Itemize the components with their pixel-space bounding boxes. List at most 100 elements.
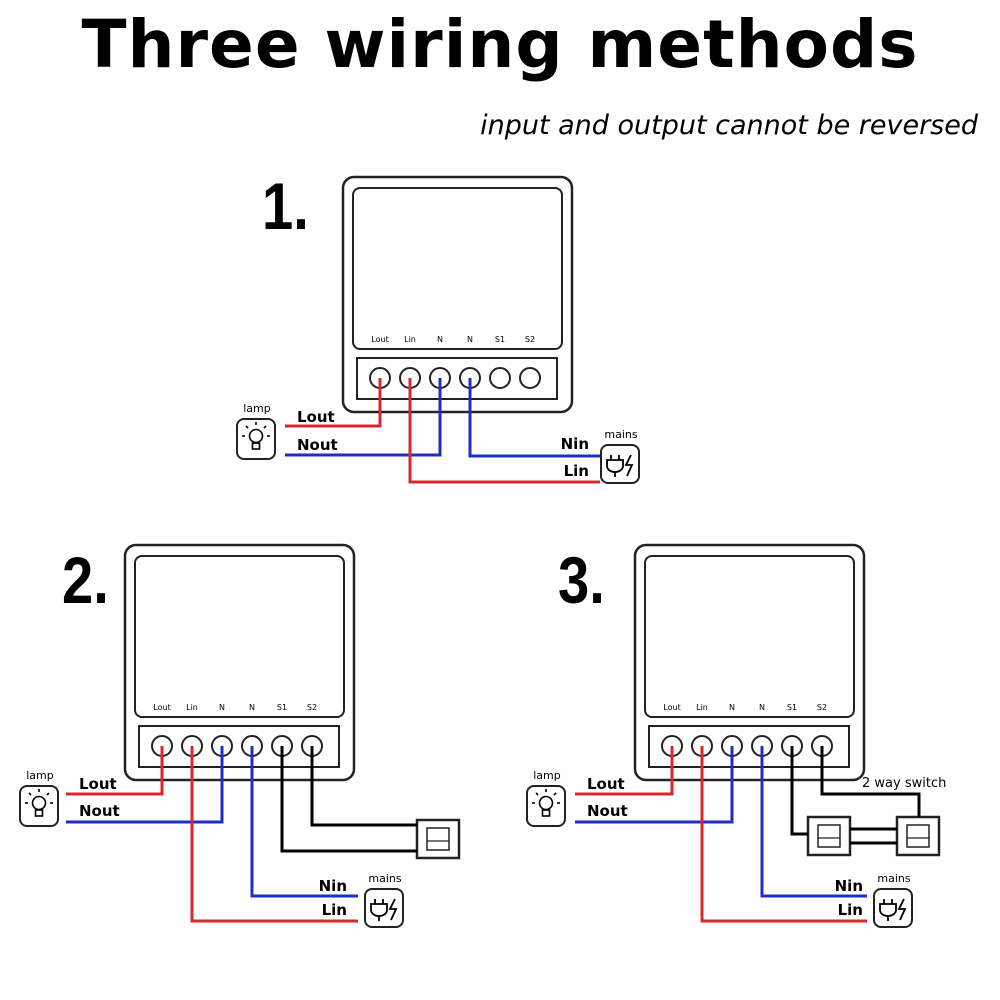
terminal-label: N (759, 703, 765, 712)
wire-label-nin: Nin (561, 435, 589, 453)
switch-rocker (426, 827, 450, 851)
terminal-label: N (437, 335, 443, 344)
wire-s2 (820, 746, 921, 817)
wire-label-nout: Nout (587, 802, 628, 820)
terminal-screw (519, 367, 541, 389)
switch-rocker (906, 824, 930, 848)
plug-head (879, 903, 897, 917)
bulb-base (251, 442, 261, 450)
wire-label-lout: Lout (79, 775, 117, 793)
wire-lout (575, 746, 674, 796)
lightning-bolt (388, 898, 398, 921)
switch-label: 2 way switch (862, 776, 946, 791)
lightning-bolt (624, 454, 634, 477)
bulb-ray (245, 425, 249, 429)
switch-rocker (817, 824, 841, 848)
lightbulb-icon (526, 785, 566, 827)
device-window (134, 555, 345, 718)
wire-label-nout: Nout (297, 436, 338, 454)
wire-nin (468, 378, 600, 458)
bulb-base (541, 809, 551, 817)
wire-label-lin: Lin (564, 462, 589, 480)
method-2-number: 2. (62, 543, 109, 617)
terminal-label: S1 (495, 335, 505, 344)
wire-label-nin: Nin (835, 877, 863, 895)
lamp-label: lamp (26, 769, 54, 782)
terminal-label: Lin (404, 335, 416, 344)
page-title: Three wiring methods (81, 6, 919, 83)
terminal-label: S1 (787, 703, 797, 712)
terminal-label: Lin (696, 703, 708, 712)
wire-lout (66, 746, 164, 796)
wire-nout (66, 746, 224, 824)
wire-label-lout: Lout (587, 775, 625, 793)
terminal-label: S2 (525, 335, 535, 344)
lamp-frame (236, 418, 276, 460)
device-window (352, 187, 563, 350)
plug-icon (873, 888, 913, 928)
lamp-frame (526, 785, 566, 827)
mains-label: mains (604, 428, 637, 441)
lightning-bolt (897, 898, 907, 921)
wire-s1 (280, 746, 417, 853)
terminal-label: S2 (307, 703, 317, 712)
terminal-label: N (219, 703, 225, 712)
terminal-label: N (249, 703, 255, 712)
lightbulb-icon (236, 418, 276, 460)
terminal-label: Lout (153, 703, 170, 712)
mains-frame (364, 888, 404, 928)
terminal-label: N (729, 703, 735, 712)
mains-label: mains (368, 872, 401, 885)
plug-head (370, 903, 388, 917)
bulb-ray (263, 425, 267, 429)
mains-label: mains (877, 872, 910, 885)
wire-lout (285, 378, 382, 428)
method-1-number: 1. (262, 169, 309, 243)
wire-lin (190, 746, 358, 923)
lamp-label: lamp (533, 769, 561, 782)
method-3-number: 3. (558, 543, 605, 617)
wire-s1 (790, 746, 808, 836)
bulb-ray (535, 792, 539, 796)
wire-label-nout: Nout (79, 802, 120, 820)
wire-label-lin: Lin (838, 901, 863, 919)
wire-nin (760, 746, 867, 898)
terminal-label: S2 (817, 703, 827, 712)
wire-lin (700, 746, 867, 923)
wall-switch-icon (806, 815, 852, 857)
plug-icon (364, 888, 404, 928)
wire-lin (408, 378, 600, 484)
bulb-ray (553, 792, 557, 796)
page-subtitle: input and output cannot be reversed (480, 110, 978, 141)
lamp-frame (19, 785, 59, 827)
terminal-label: Lout (371, 335, 388, 344)
wire-nout (285, 378, 442, 457)
wire-label-lout: Lout (297, 408, 335, 426)
plug-icon (600, 444, 640, 484)
mains-frame (600, 444, 640, 484)
wire-s2 (310, 746, 417, 827)
lightbulb-icon (19, 785, 59, 827)
device-window (644, 555, 855, 718)
wire-label-lin: Lin (322, 901, 347, 919)
terminal-label: N (467, 335, 473, 344)
terminal-label: S1 (277, 703, 287, 712)
wire-nin (250, 746, 358, 898)
switch-plate (415, 818, 461, 860)
bulb-ray (28, 792, 32, 796)
terminal-label: Lout (663, 703, 680, 712)
wire-label-nin: Nin (319, 877, 347, 895)
mains-frame (873, 888, 913, 928)
plug-head (606, 459, 624, 473)
wire-nout (575, 746, 734, 824)
terminal-screw (489, 367, 511, 389)
lamp-label: lamp (243, 402, 271, 415)
wall-switch-icon (895, 815, 941, 857)
switch-plate (806, 815, 852, 857)
wall-switch-icon (415, 818, 461, 860)
bulb-base (34, 809, 44, 817)
